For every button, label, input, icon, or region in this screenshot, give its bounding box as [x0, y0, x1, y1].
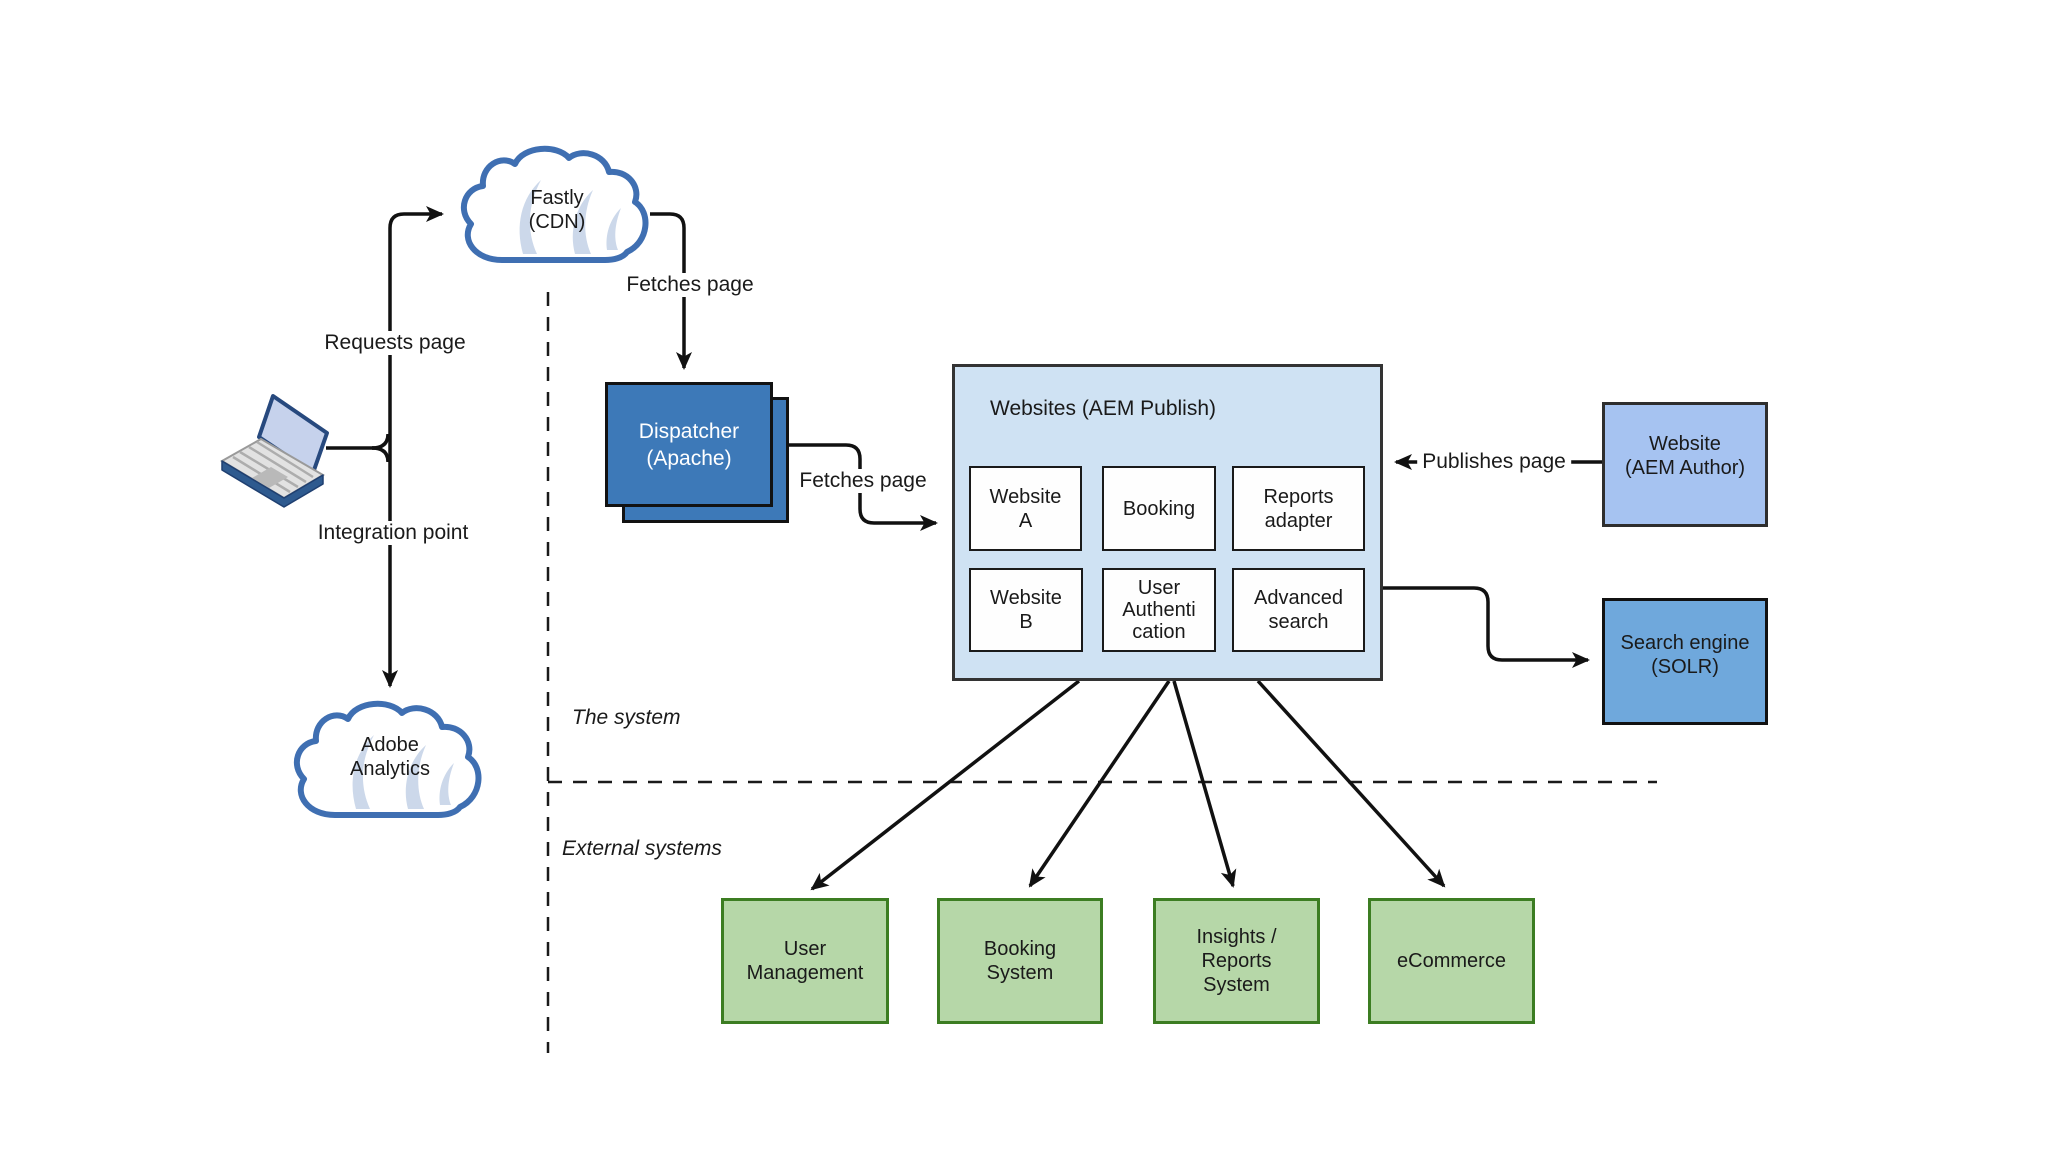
- module-user-authentication-label: User Authenti cation: [1122, 577, 1196, 643]
- module-website-b: Website B: [969, 568, 1083, 652]
- section-label-external-systems: External systems: [562, 837, 722, 860]
- arrow-to-ecommerce: [1256, 679, 1446, 888]
- module-website-a-label: Website A: [989, 485, 1062, 532]
- annotation-requests-page: Requests page: [319, 331, 471, 355]
- external-booking-system-label: Booking System: [983, 938, 1057, 984]
- adobe-analytics-label-wrap: Adobe Analytics: [310, 733, 470, 781]
- arrow-to-user-management: [810, 679, 1081, 891]
- arrow-to-insights-reports: [1172, 680, 1237, 888]
- external-insights-reports-system: Insights / Reports System: [1153, 898, 1320, 1024]
- module-user-authentication: User Authenti cation: [1102, 568, 1216, 652]
- aem-author-box: Website (AEM Author): [1602, 402, 1768, 527]
- arrow-fetches-page-cdn: [650, 212, 692, 370]
- annotation-integration-point: Integration point: [312, 521, 474, 545]
- external-user-management: User Management: [721, 898, 889, 1024]
- aem-author-label: Website (AEM Author): [1624, 432, 1746, 479]
- module-advanced-search: Advanced search: [1232, 568, 1365, 652]
- fastly-cloud-label: Fastly (CDN): [528, 187, 586, 233]
- junction-fork-up: [371, 433, 390, 450]
- module-website-a: Website A: [969, 466, 1082, 551]
- arrow-requests-page: [388, 206, 444, 448]
- module-booking-label: Booking: [1122, 497, 1196, 520]
- external-ecommerce-label: eCommerce: [1397, 950, 1506, 972]
- dispatcher-box: Dispatcher (Apache): [605, 382, 773, 507]
- aem-publish-title: Websites (AEM Publish): [990, 397, 1217, 420]
- module-reports-adapter: Reports adapter: [1232, 466, 1365, 551]
- dispatcher-label: Dispatcher (Apache): [638, 419, 740, 470]
- laptop-icon: [220, 394, 329, 508]
- annotation-fetches-page-cdn: Fetches page: [621, 273, 759, 297]
- external-booking-system: Booking System: [937, 898, 1103, 1024]
- arrow-to-booking-system: [1028, 680, 1171, 888]
- section-label-the-system: The system: [572, 706, 681, 729]
- annotation-publishes-page: Publishes page: [1417, 450, 1571, 474]
- adobe-analytics-label: Adobe Analytics: [349, 734, 431, 780]
- fastly-cloud-label-wrap: Fastly (CDN): [477, 186, 637, 234]
- external-insights-reports-system-label: Insights / Reports System: [1196, 926, 1277, 996]
- module-booking: Booking: [1102, 466, 1216, 551]
- search-engine-box: Search engine (SOLR): [1602, 598, 1768, 725]
- module-advanced-search-label: Advanced search: [1254, 587, 1343, 633]
- module-website-b-label: Website B: [990, 587, 1062, 633]
- external-user-management-label: User Management: [746, 938, 864, 984]
- arrow-to-search-engine: [1383, 586, 1590, 668]
- search-engine-label: Search engine (SOLR): [1620, 631, 1750, 678]
- external-ecommerce: eCommerce: [1368, 898, 1535, 1024]
- module-reports-adapter-label: Reports adapter: [1263, 485, 1334, 532]
- annotation-fetches-page-dispatcher: Fetches page: [794, 469, 932, 493]
- junction-fork-down: [371, 446, 390, 463]
